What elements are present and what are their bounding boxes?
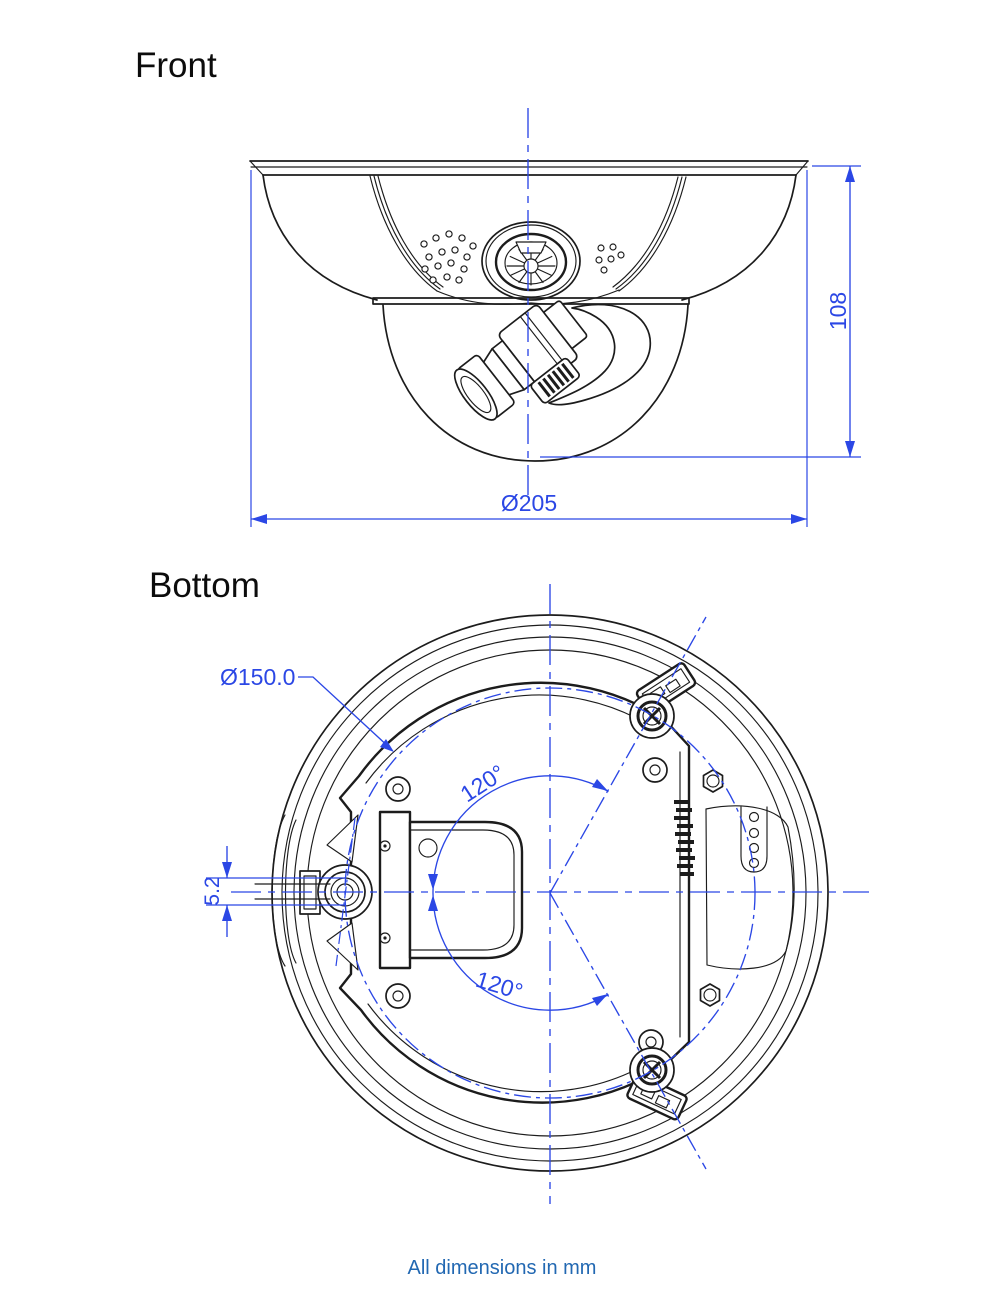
bottom-dim-offset: 5.2 bbox=[201, 846, 346, 937]
front-trim-ring bbox=[372, 297, 690, 305]
bottom-serrated-grip bbox=[674, 800, 695, 876]
front-view-title: Front bbox=[135, 46, 217, 85]
front-hole-cluster-right bbox=[595, 243, 625, 274]
bottom-small-holes bbox=[385, 757, 668, 1055]
bottom-screw-bottom-right bbox=[629, 1047, 675, 1093]
front-pir-sensor bbox=[481, 221, 581, 301]
bottom-hex-inserts bbox=[699, 769, 724, 1007]
front-dim-diameter-label: Ø205 bbox=[501, 490, 557, 516]
bottom-bolt-circle bbox=[344, 687, 756, 1099]
front-mounting-plate bbox=[249, 160, 809, 176]
front-inner-dome bbox=[382, 304, 689, 462]
bottom-view: 120° 120° Ø150.0 5.2 Bottom bbox=[149, 566, 869, 1204]
front-hole-cluster-left bbox=[420, 230, 477, 284]
front-dim-205: Ø205 bbox=[250, 170, 808, 527]
bottom-cable-window bbox=[378, 810, 524, 970]
front-dome-outline bbox=[262, 174, 797, 305]
offset-label: 5.2 bbox=[201, 876, 224, 905]
bolt-circle-label: Ø150.0 bbox=[220, 664, 295, 690]
bottom-dim-bolt-circle: Ø150.0 bbox=[220, 664, 394, 752]
bottom-screw-top-right bbox=[629, 693, 675, 739]
bottom-plate-inner-line bbox=[365, 694, 681, 1093]
bottom-right-cutout bbox=[705, 805, 795, 970]
front-view: 108 Ø205 Front bbox=[135, 46, 861, 527]
front-dim-height-label: 108 bbox=[825, 292, 851, 330]
dimensions-note: All dimensions in mm bbox=[408, 1257, 597, 1279]
front-lens-assembly bbox=[453, 300, 651, 421]
bottom-view-title: Bottom bbox=[149, 566, 260, 605]
